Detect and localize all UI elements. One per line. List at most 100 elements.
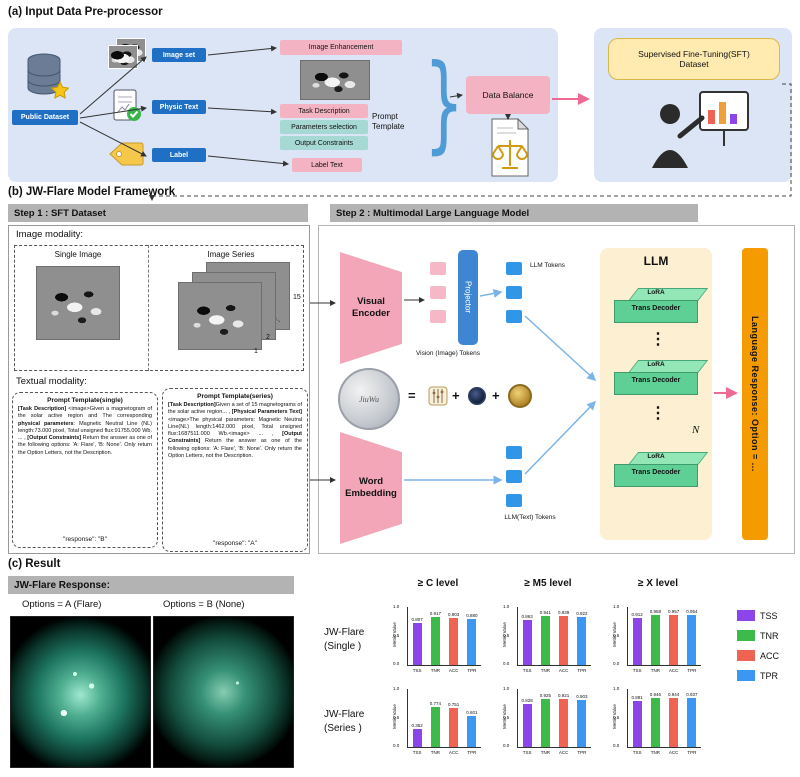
axis-label: TNR [650, 750, 660, 755]
vision-token [430, 286, 446, 299]
llm-title: LLM [643, 254, 669, 268]
axis-label: Metric Value [391, 622, 397, 647]
axis-label: 0.828 [521, 697, 533, 703]
bar-ACC [559, 616, 569, 665]
bar-TPR [687, 698, 697, 747]
vision-token [430, 262, 446, 275]
bar-TPR [467, 715, 477, 747]
axis-label: TSS [522, 668, 532, 673]
visual-encoder-trapezoid: Visual Encoder [340, 252, 402, 364]
axis-label: TNR [540, 750, 550, 755]
jiuwu-logo: JiuWu [338, 368, 400, 430]
axis-label: 0.921 [557, 693, 570, 699]
parameters-selection-box: Parameters selection [280, 120, 368, 134]
n-count-label: N [692, 424, 700, 436]
axis-label: ACC [448, 750, 459, 755]
axis-label: TNR [430, 668, 440, 673]
option-b-caption: Options = B (None) [163, 599, 245, 610]
axis-label: 0.957 [667, 609, 680, 615]
bar-ACC [449, 618, 459, 665]
axis-label: 0.954 [686, 609, 698, 615]
legend-swatch [737, 650, 755, 661]
legend-item: TNR [737, 630, 779, 641]
bar-ACC [669, 615, 679, 665]
axis-label: TSS [412, 668, 422, 673]
axis-label: TNR [650, 668, 660, 673]
lora-label: LoRA [647, 289, 665, 296]
bar-TNR [430, 617, 440, 665]
axis-label: 0.0 [613, 743, 620, 748]
axis-label: TSS [632, 668, 642, 673]
input-label-label: Label [152, 148, 206, 162]
bar-ACC [559, 699, 569, 747]
single-image-thumb [36, 266, 120, 340]
prompt-series-title: Prompt Template(series) [197, 393, 273, 400]
bar-TNR [540, 698, 550, 747]
chart-title-m5: ≥ M5 level [524, 578, 572, 589]
axis-label: 0.903 [576, 694, 588, 700]
legend-item: TSS [737, 610, 779, 621]
axis-label: 0.880 [466, 613, 478, 619]
lora-block: LoRA Trans Decoder [614, 452, 709, 492]
legend-item: TPR [737, 670, 779, 681]
word-embedding-trapezoid: Word Embedding [340, 432, 402, 544]
axis-label: TPR [687, 750, 697, 755]
axis-label: 1.0 [503, 686, 510, 691]
prompt-single-response: "response": "B" [63, 536, 107, 543]
axis-label: TPR [577, 750, 587, 755]
axis-label: 0.0 [393, 743, 400, 748]
axis-label: 0.774 [429, 700, 441, 706]
prompt-single-bubble: Prompt Template(single) [Task Descriptio… [12, 392, 158, 548]
trans-decoder-label: Trans Decoder [631, 377, 681, 384]
image-series-label: Image Series [207, 250, 255, 259]
task-description-box: Task Description [280, 104, 368, 118]
solar-image-flare [10, 616, 151, 768]
panel-c-title: (c) Result [8, 558, 61, 570]
axis-label: 0.0 [393, 661, 400, 666]
vertical-dots: ⋮ [650, 331, 666, 348]
axis-label: Metric Value [611, 622, 617, 647]
prompt-single-title: Prompt Template(single) [47, 397, 123, 404]
axis-label: 1.0 [613, 686, 620, 691]
chart-title-x: ≥ X level [638, 578, 678, 589]
prompt-series-body: [Task Description]Given a set of 15 magn… [168, 402, 303, 459]
axis-label: ACC [668, 750, 679, 755]
data-balance-box: Data Balance [466, 76, 550, 114]
prompt-series-response: "response": "A" [213, 540, 257, 547]
axis-label: 0.941 [539, 610, 551, 616]
bar-ACC [449, 707, 459, 747]
panel-b-title: (b) JW-Flare Model Framework [8, 186, 176, 198]
curly-brace: } [424, 42, 465, 164]
bar-TSS [632, 701, 642, 747]
lora-front-face [614, 464, 698, 487]
sft-dataset-box: Supervised Fine-Tuning(SFT) Dataset [608, 38, 780, 80]
bar-TSS [412, 728, 422, 747]
database-icon [24, 52, 72, 109]
vision-token [430, 310, 446, 323]
equals-sign: = [408, 388, 416, 403]
axis-label: 0.912 [631, 611, 643, 617]
axis-label: TSS [632, 750, 642, 755]
legend-swatch [737, 610, 755, 621]
llm-tokens-caption: LLM Tokens [530, 262, 565, 269]
llm-token [506, 286, 522, 299]
axis-label: 0.863 [521, 614, 533, 620]
series-count-15: 15 [293, 294, 301, 301]
axis-label: 0.5 [393, 633, 400, 638]
axis-label: 0.601 [466, 709, 478, 715]
legend-swatch [737, 630, 755, 641]
jwflare-response-header: JW-Flare Response: [8, 576, 294, 594]
